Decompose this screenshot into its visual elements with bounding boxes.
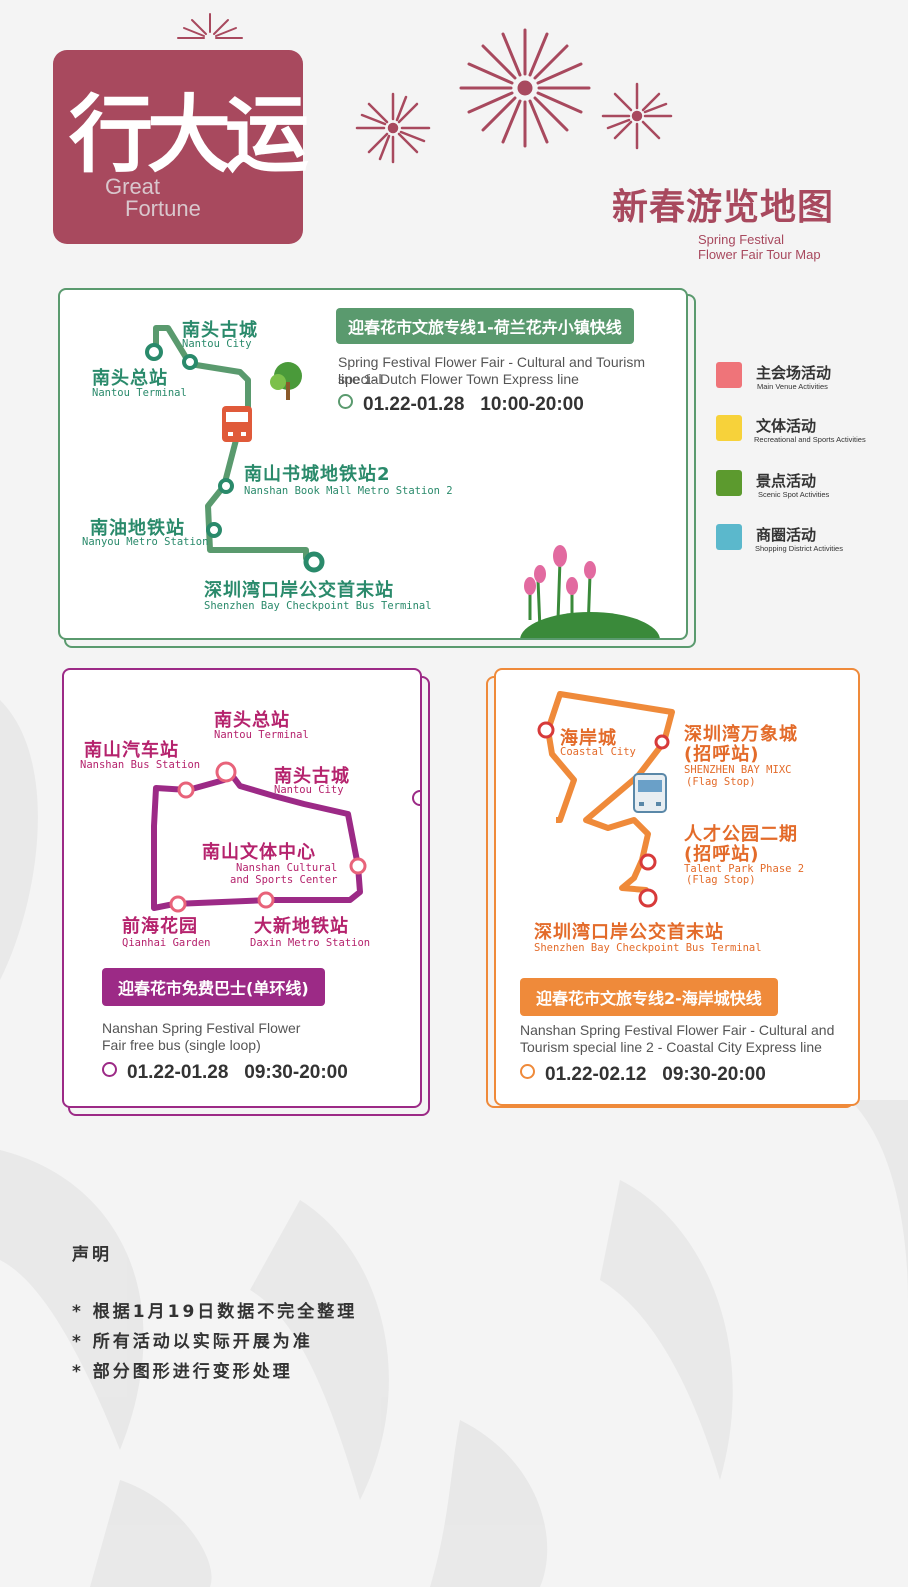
stop-coastal-city: 海岸城 bbox=[560, 728, 617, 749]
bus-icon bbox=[222, 406, 252, 442]
free-dates: 01.22-01.28 bbox=[127, 1062, 229, 1083]
stop-talent-park-flag: (招呼站) bbox=[684, 844, 760, 865]
stop-shenzhen-bay: 深圳湾口岸公交首末站 bbox=[534, 922, 724, 943]
legend-scenic-zh: 景点活动 bbox=[756, 472, 817, 490]
stop-qianhai: 前海花园 bbox=[122, 916, 198, 937]
logo-english-2: Fortune bbox=[125, 196, 201, 221]
stop-qianhai-en: Qianhai Garden bbox=[122, 937, 211, 949]
bus-icon bbox=[633, 773, 667, 813]
legend-shopping-zh: 商圈活动 bbox=[756, 526, 817, 544]
stop-talent-park-en: Talent Park Phase 2 bbox=[684, 863, 805, 875]
stop-talent-park-flag-en: (Flag Stop) bbox=[686, 874, 756, 886]
clock-icon bbox=[520, 1064, 535, 1079]
line2-title: 迎春花市文旅专线2-海岸城快线 bbox=[520, 978, 778, 1016]
map-subtitle-2: Flower Fair Tour Map bbox=[698, 247, 821, 262]
free-bus-title: 迎春花市免费巴士(单环线) bbox=[102, 968, 325, 1006]
stop-daxin-en: Daxin Metro Station bbox=[250, 937, 371, 949]
legend-swatch-main bbox=[716, 362, 742, 388]
stop-mixc-en: SHENZHEN BAY MIXC bbox=[684, 764, 792, 776]
legend-swatch-shopping bbox=[716, 524, 742, 550]
stop-book-mall-en: Nanshan Book Mall Metro Station 2 bbox=[244, 485, 453, 497]
stop-nantou-terminal-en: Nantou Terminal bbox=[214, 729, 309, 741]
legend-swatch-sports bbox=[716, 415, 742, 441]
fireworks-decoration bbox=[177, 13, 673, 164]
line1-schedule: 01.22-01.28 10:00-20:00 bbox=[338, 394, 584, 416]
stop-nanyou-en: Nanyou Metro Station bbox=[82, 536, 209, 548]
line1-hours: 10:00-20:00 bbox=[480, 394, 584, 415]
disclaimer-heading: 声明 bbox=[72, 1245, 112, 1265]
free-hours: 09:30-20:00 bbox=[244, 1062, 348, 1083]
stop-mixc-flag: (招呼站) bbox=[684, 744, 760, 765]
tulip-flowers-icon bbox=[520, 545, 660, 638]
line1-desc-2: line 1- Dutch Flower Town Express line bbox=[338, 371, 579, 387]
great-fortune-logo: 行大运 Great Fortune bbox=[53, 50, 309, 244]
stop-nantou-city: 南头古城 bbox=[274, 766, 350, 787]
stop-coastal-city-en: Coastal City bbox=[560, 746, 636, 758]
line1-dates: 01.22-01.28 bbox=[363, 394, 465, 415]
stop-mixc: 深圳湾万象城 bbox=[684, 724, 798, 745]
stop-shenzhen-bay: 深圳湾口岸公交首末站 bbox=[204, 580, 394, 601]
clock-icon bbox=[338, 394, 353, 409]
line2-desc-2: Tourism special line 2 - Coastal City Ex… bbox=[520, 1039, 822, 1055]
stop-daxin: 大新地铁站 bbox=[254, 916, 349, 937]
stop-nantou-terminal-en: Nantou Terminal bbox=[92, 387, 187, 399]
legend-shopping-en: Shopping District Activities bbox=[755, 544, 843, 553]
legend-sports-zh: 文体活动 bbox=[756, 417, 817, 435]
stop-talent-park: 人才公园二期 bbox=[684, 824, 798, 845]
stop-shenzhen-bay-en: Shenzhen Bay Checkpoint Bus Terminal bbox=[534, 942, 762, 954]
free-route-map bbox=[151, 761, 420, 913]
free-bus-card: 南头总站 Nantou Terminal 南山汽车站 Nanshan Bus S… bbox=[62, 668, 422, 1108]
free-schedule: 01.22-01.28 09:30-20:00 bbox=[102, 1062, 348, 1084]
stop-sports-center-en-2: and Sports Center bbox=[230, 874, 338, 886]
line1-title: 迎春花市文旅专线1-荷兰花卉小镇快线 bbox=[336, 308, 634, 344]
line2-desc-1: Nanshan Spring Festival Flower Fair - Cu… bbox=[520, 1022, 835, 1038]
line2-hours: 09:30-20:00 bbox=[662, 1064, 766, 1085]
stop-shenzhen-bay-en: Shenzhen Bay Checkpoint Bus Terminal bbox=[204, 600, 432, 612]
legend-scenic-en: Scenic Spot Activities bbox=[758, 490, 830, 499]
legend-main-en: Main Venue Activities bbox=[757, 382, 828, 391]
stop-nanshan-bus-en: Nanshan Bus Station bbox=[80, 759, 201, 771]
line2-card: 海岸城 Coastal City 深圳湾万象城 (招呼站) SHENZHEN B… bbox=[494, 668, 860, 1106]
disclaimer-item: * 根据1月19日数据不完全整理 bbox=[72, 1302, 358, 1322]
line1-desc-1: Spring Festival Flower Fair - Cultural a… bbox=[338, 354, 646, 387]
line2-route-map bbox=[537, 691, 675, 908]
line1-route-map bbox=[145, 325, 660, 638]
stop-book-mall: 南山书城地铁站2 bbox=[244, 464, 391, 485]
line2-dates: 01.22-02.12 bbox=[545, 1064, 647, 1085]
legend-main-zh: 主会场活动 bbox=[756, 364, 832, 382]
stop-sports-center: 南山文体中心 bbox=[202, 842, 316, 863]
stop-nanshan-bus: 南山汽车站 bbox=[84, 740, 179, 761]
free-desc-2: Fair free bus (single loop) bbox=[102, 1037, 261, 1053]
legend-swatch-scenic bbox=[716, 470, 742, 496]
stop-nantou-city-en: Nantou City bbox=[182, 338, 252, 350]
stop-nanyou: 南油地铁站 bbox=[90, 518, 185, 539]
tree-icon bbox=[270, 362, 302, 400]
stop-sports-center-en-1: Nanshan Cultural bbox=[236, 862, 338, 874]
disclaimer-item: * 所有活动以实际开展为准 bbox=[72, 1332, 313, 1352]
stop-nantou-city: 南头古城 bbox=[182, 320, 258, 341]
disclaimer-item: * 部分图形进行变形处理 bbox=[72, 1362, 293, 1382]
map-title: 新春游览地图 bbox=[612, 187, 835, 228]
line1-card: 南头古城 Nantou City 南头总站 Nantou Terminal 南山… bbox=[58, 288, 688, 640]
map-subtitle-1: Spring Festival bbox=[698, 232, 784, 247]
free-desc-1: Nanshan Spring Festival Flower bbox=[102, 1020, 301, 1036]
stop-nantou-city-en: Nantou City bbox=[274, 784, 344, 796]
legend-sports-en: Recreational and Sports Activities bbox=[754, 435, 866, 444]
logo-english-1: Great bbox=[105, 174, 161, 199]
stop-mixc-flag-en: (Flag Stop) bbox=[686, 776, 756, 788]
clock-icon bbox=[102, 1062, 117, 1077]
stop-nantou-terminal: 南头总站 bbox=[92, 368, 168, 389]
line2-schedule: 01.22-02.12 09:30-20:00 bbox=[520, 1064, 766, 1086]
stop-nantou-terminal: 南头总站 bbox=[214, 710, 290, 731]
logo-chinese: 行大运 bbox=[69, 86, 309, 184]
